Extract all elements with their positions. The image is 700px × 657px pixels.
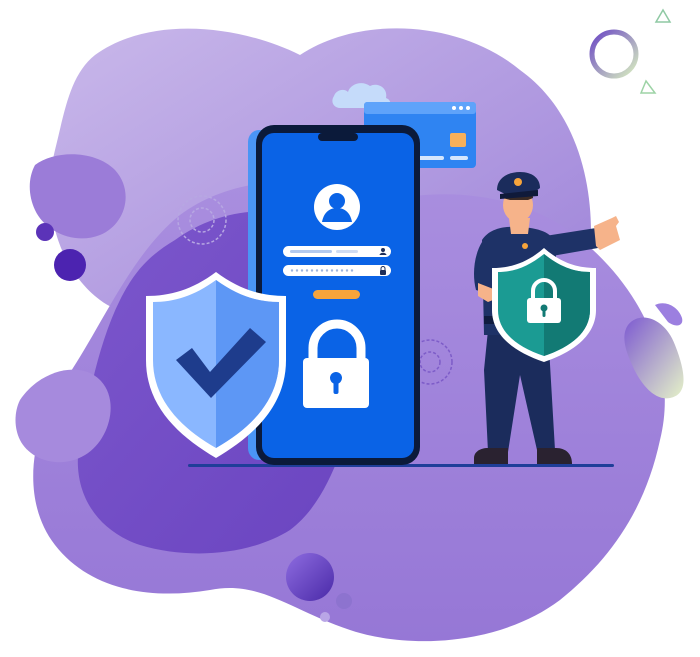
triangle-icon [639,79,657,94]
left-small-blob [29,154,126,239]
padlock-shield-icon [492,248,596,362]
bottom-dot [336,593,352,609]
small-dot [36,223,54,241]
decorations [36,8,684,622]
password-field [283,265,391,276]
ring-icon [589,29,639,79]
user-avatar-icon [314,184,360,230]
gear-icon [177,195,227,245]
triangle-icon [654,8,672,23]
dark-sphere [54,249,86,281]
lock-icon [380,266,386,275]
bottom-dot-small [320,612,330,622]
bottom-sphere [286,553,334,601]
cloud-icon [332,83,391,108]
smartphone [248,125,420,465]
user-icon [379,248,387,255]
username-field [283,246,391,257]
bottom-left-lobe [15,369,111,463]
checkmark-shield-icon [146,272,286,458]
pill-tip [655,303,683,326]
pill-shape [624,317,684,399]
padlock-icon [303,319,369,408]
login-button [313,290,360,299]
